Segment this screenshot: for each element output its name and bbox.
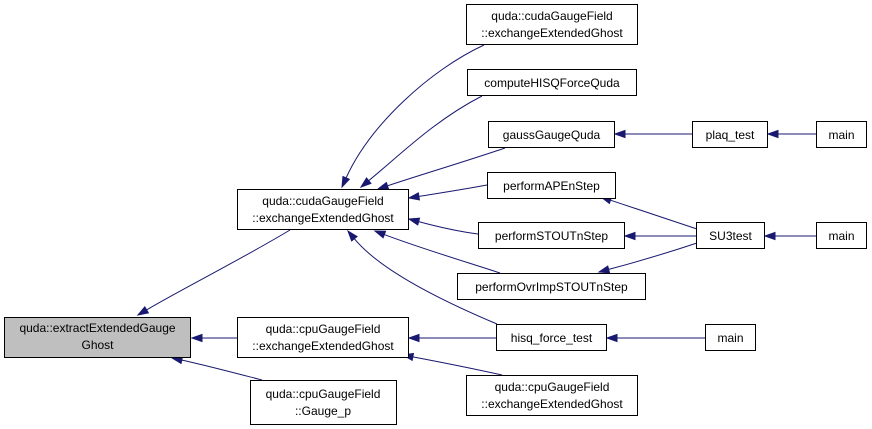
node-label: gaussGaugeQuda	[503, 128, 601, 142]
node-label-line-2: ::exchangeExtendedGhost	[481, 26, 623, 40]
edge-main_1-to-plaq_test	[766, 129, 816, 139]
arrowhead	[766, 129, 779, 139]
arrowhead	[407, 217, 421, 226]
edges-layer	[136, 44, 816, 381]
edge-line	[418, 221, 479, 235]
node-label: SU3test	[709, 229, 752, 243]
arrowhead	[341, 175, 351, 189]
edge-stout-to-cuda_center	[407, 217, 479, 235]
edge-line	[368, 95, 483, 182]
arrowhead	[190, 333, 203, 343]
node-perform-stout-n-step[interactable]: performSTOUTnStep	[478, 222, 625, 249]
edge-line	[610, 199, 698, 230]
node-main-hisq[interactable]: main	[705, 324, 756, 351]
edge-hisq_test-to-cpu_center	[407, 333, 497, 343]
arrowhead	[623, 231, 636, 241]
node-label-line-2: ::Gauge_p	[295, 404, 351, 418]
node-label-line-1: quda::cpuGaugeField	[495, 380, 610, 394]
arrowhead	[605, 333, 618, 343]
node-cpu-exchange-extended-ghost[interactable]: quda::cpuGaugeField ::exchangeExtendedGh…	[237, 317, 409, 358]
node-cuda-exchange-extended-ghost[interactable]: quda::cudaGaugeField ::exchangeExtendedG…	[237, 189, 409, 230]
edge-hisq_force-to-cuda_center	[359, 95, 483, 188]
node-label: computeHISQForceQuda	[484, 76, 620, 90]
node-gauss-gauge-quda[interactable]: gaussGaugeQuda	[488, 121, 615, 148]
arrowhead	[763, 231, 776, 241]
edge-line	[345, 44, 485, 179]
arrowhead	[407, 333, 420, 343]
edge-cuda_top-to-cuda_center	[341, 44, 485, 189]
node-cpu-gauge-p[interactable]: quda::cpuGaugeField ::Gauge_p	[250, 380, 397, 425]
edge-su3test-to-ovrimp	[597, 242, 698, 274]
node-cpu-exchange-extended-ghost-bottom[interactable]: quda::cpuGaugeField ::exchangeExtendedGh…	[466, 375, 638, 416]
edge-line	[608, 242, 698, 270]
node-extract-extended-gauge-ghost[interactable]: quda::extractExtendedGauge Ghost	[4, 317, 191, 358]
edge-line	[387, 147, 506, 187]
node-label-line-2: ::exchangeExtendedGhost	[252, 211, 394, 225]
edge-cuda_center-to-root	[136, 229, 291, 316]
edge-line	[353, 238, 498, 325]
arrowhead	[373, 230, 387, 239]
arrowhead	[136, 306, 150, 316]
edge-line	[146, 229, 291, 311]
node-label: main	[828, 128, 854, 142]
arrowhead	[613, 129, 626, 139]
node-label: hisq_force_test	[511, 331, 593, 345]
edge-ape-to-cuda_center	[407, 184, 488, 201]
node-compute-hisq-force-quda[interactable]: computeHISQForceQuda	[467, 69, 637, 96]
node-label: performAPEnStep	[503, 179, 600, 193]
node-plaq-test[interactable]: plaq_test	[692, 121, 768, 148]
edge-cpu_center-to-root	[190, 333, 238, 343]
node-label: performOvrImpSTOUTnStep	[475, 280, 628, 294]
edge-cpu_bottom-to-cpu_center	[401, 352, 503, 376]
node-main-su3[interactable]: main	[816, 222, 867, 249]
node-perform-ovr-imp-stout-n-step[interactable]: performOvrImpSTOUTnStep	[457, 273, 646, 300]
edge-ovrimp-to-cuda_center	[373, 230, 501, 274]
node-label-line-2: Ghost	[81, 338, 114, 352]
node-label: plaq_test	[706, 128, 755, 142]
edge-su3test-to-stout	[623, 231, 696, 241]
node-perform-ape-n-step[interactable]: performAPEnStep	[487, 172, 616, 199]
edge-line	[418, 184, 488, 197]
arrowhead	[407, 192, 421, 201]
node-label: main	[717, 331, 743, 345]
edge-gauss-to-cuda_center	[376, 147, 506, 190]
node-label-line-1: quda::cudaGaugeField	[262, 194, 383, 208]
node-hisq-force-test[interactable]: hisq_force_test	[496, 324, 607, 351]
node-label-line-1: quda::cpuGaugeField	[266, 387, 381, 401]
edge-line	[181, 359, 263, 381]
arrowhead	[597, 265, 611, 274]
node-main-plaq[interactable]: main	[816, 121, 867, 148]
edge-line	[412, 356, 503, 376]
node-label-line-2: ::exchangeExtendedGhost	[481, 397, 623, 411]
arrowhead	[347, 229, 358, 242]
node-su3test[interactable]: SU3test	[696, 222, 765, 249]
edge-plaq_test-to-gauss	[613, 129, 692, 139]
edge-cpu_gauge_p-to-root	[170, 356, 263, 381]
node-cuda-exchange-extended-ghost-top[interactable]: quda::cudaGaugeField ::exchangeExtendedG…	[466, 4, 638, 45]
edge-hisq_test-to-cuda_center	[347, 229, 498, 325]
node-label-line-1: quda::cpuGaugeField	[266, 322, 381, 336]
node-label-line-2: ::exchangeExtendedGhost	[252, 339, 394, 353]
arrowhead	[376, 181, 390, 190]
edge-main_2-to-su3test	[763, 231, 816, 241]
node-label: main	[828, 229, 854, 243]
node-label: performSTOUTnStep	[495, 229, 608, 243]
arrowhead	[359, 177, 372, 188]
edge-main_3-to-hisq_test	[605, 333, 706, 343]
node-label-line-1: quda::cudaGaugeField	[491, 9, 612, 23]
edge-line	[384, 234, 501, 274]
node-label-line-1: quda::extractExtendedGauge	[19, 321, 175, 335]
